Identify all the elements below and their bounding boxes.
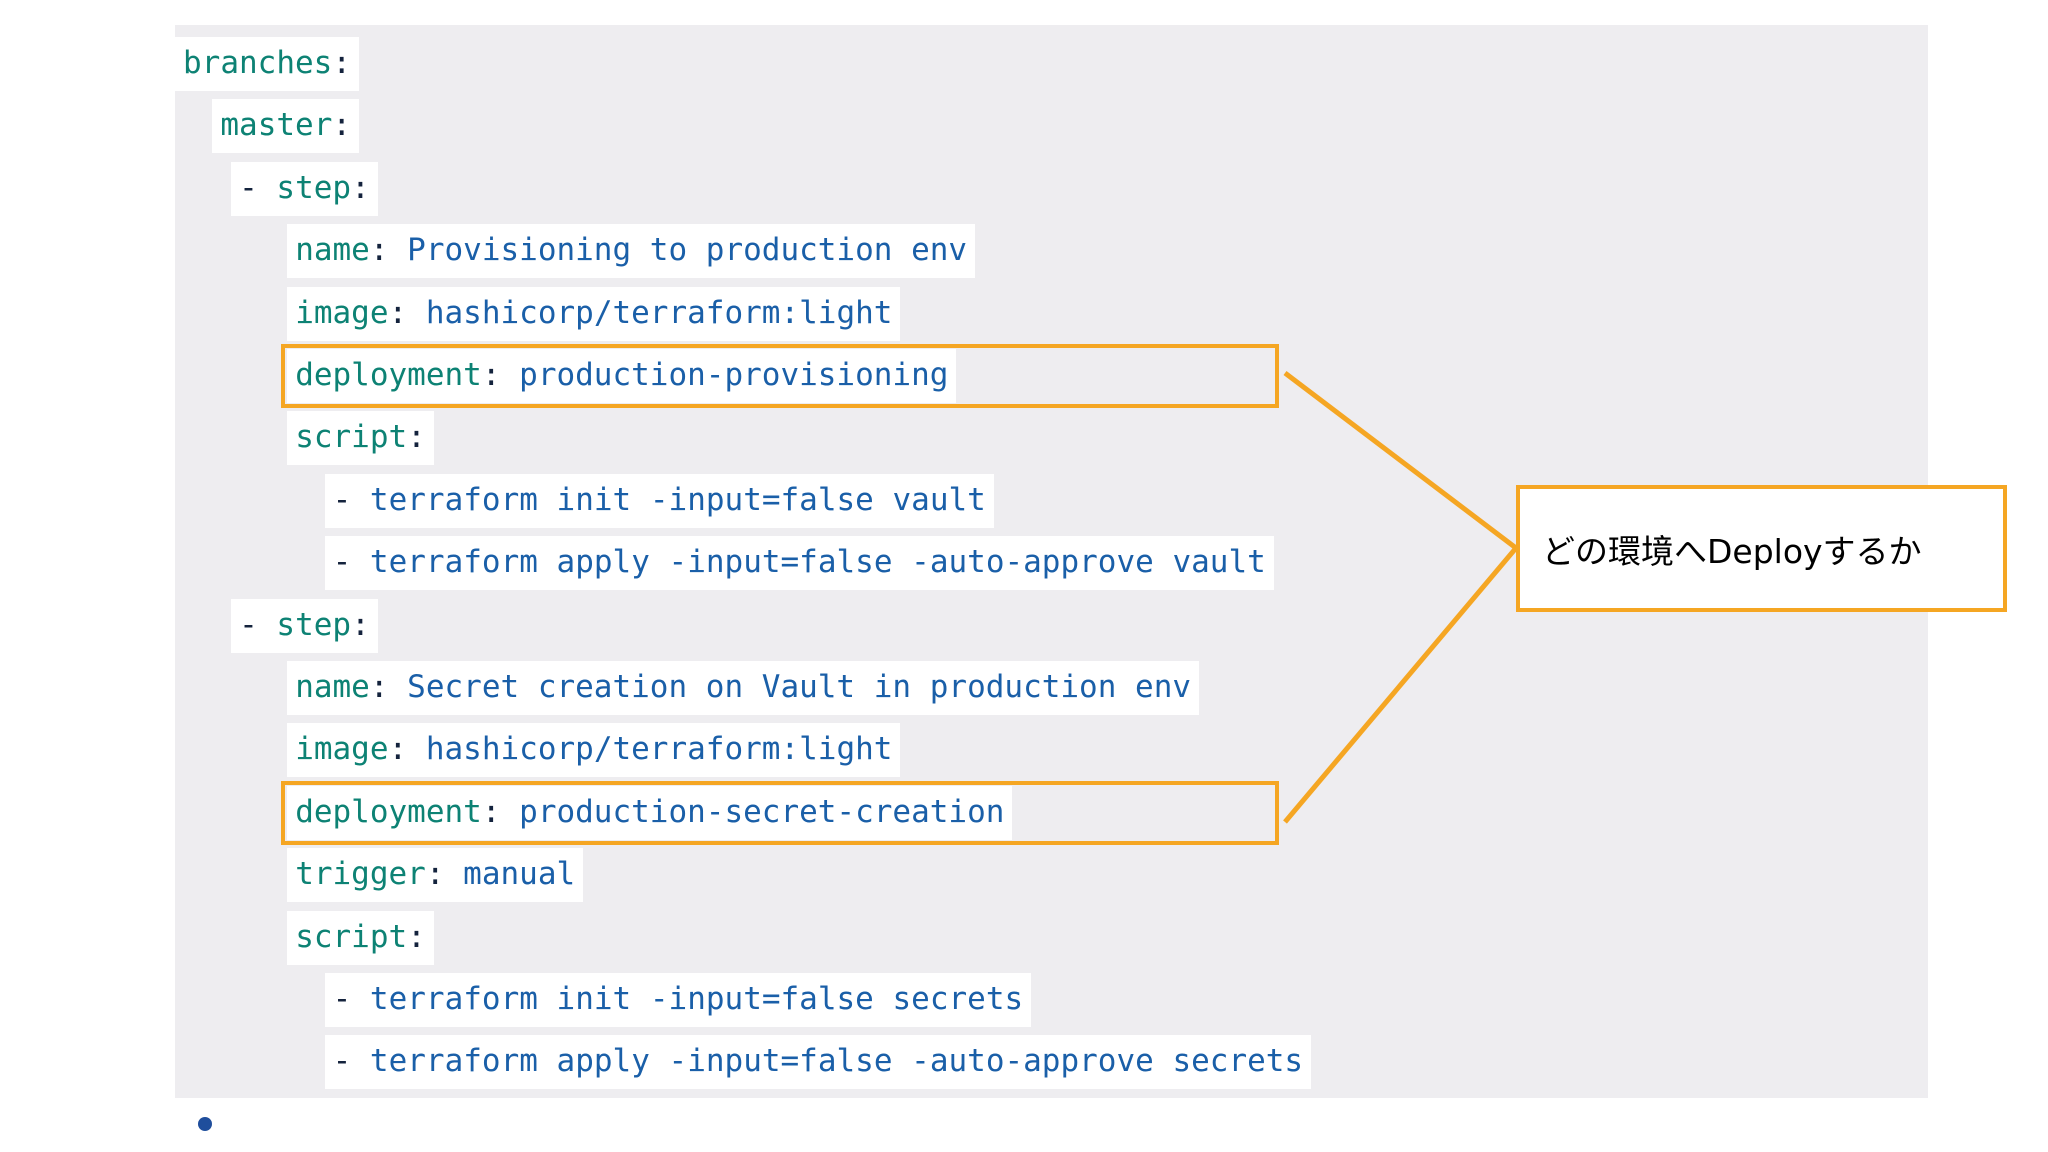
- yaml-line: - terraform init -input=false secrets: [324, 973, 1032, 1027]
- yaml-colon: :: [481, 357, 520, 393]
- yaml-line-background: deployment: production-provisioning: [287, 349, 957, 403]
- yaml-line-background: deployment: production-secret-creation: [287, 785, 1013, 840]
- yaml-colon: :: [407, 419, 426, 456]
- yaml-line: trigger: manual: [287, 848, 584, 903]
- yaml-line-background: - terraform init -input=false secrets: [324, 973, 1032, 1027]
- yaml-line: - step:: [231, 598, 378, 653]
- yaml-sequence-dash: -: [239, 169, 277, 206]
- yaml-key: master: [220, 107, 333, 144]
- yaml-key: branches: [183, 45, 333, 81]
- yaml-colon: :: [351, 606, 370, 643]
- yaml-line: - terraform init -input=false vault: [324, 473, 994, 528]
- callout-box: どの環境へDeployするか: [1516, 485, 2007, 612]
- yaml-value: Provisioning to production env: [407, 232, 968, 269]
- yaml-line: name: Secret creation on Vault in produc…: [287, 661, 1200, 715]
- yaml-colon: :: [332, 45, 351, 81]
- yaml-line: deployment: production-provisioning: [287, 349, 957, 403]
- yaml-line-background: image: hashicorp/terraform:light: [287, 723, 901, 778]
- yaml-line: script:: [287, 910, 434, 965]
- yaml-line: image: hashicorp/terraform:light: [287, 723, 901, 778]
- yaml-key: script: [295, 918, 408, 955]
- yaml-line: master:: [212, 99, 360, 154]
- yaml-line-background: trigger: manual: [287, 848, 584, 903]
- yaml-line-background: - step:: [231, 161, 378, 216]
- yaml-value: hashicorp/terraform:light: [425, 294, 893, 331]
- yaml-colon: :: [332, 107, 352, 144]
- yaml-key: image: [295, 294, 389, 331]
- yaml-colon: :: [369, 232, 408, 269]
- yaml-line-background: script:: [287, 910, 434, 965]
- yaml-line-background: name: Secret creation on Vault in produc…: [287, 661, 1200, 715]
- yaml-line: deployment: production-secret-creation: [287, 785, 1013, 840]
- yaml-key: deployment: [295, 793, 482, 830]
- yaml-key: name: [295, 669, 370, 705]
- yaml-value: hashicorp/terraform:light: [425, 731, 893, 768]
- yaml-colon: :: [369, 669, 408, 705]
- yaml-value: Secret creation on Vault in production e…: [407, 669, 1192, 705]
- yaml-value: terraform apply -input=false -auto-appro…: [369, 1043, 1304, 1080]
- yaml-sequence-dash: -: [239, 606, 277, 643]
- yaml-sequence-dash: -: [332, 544, 370, 581]
- yaml-line-background: - terraform apply -input=false -auto-app…: [324, 536, 1274, 591]
- yaml-line: - terraform apply -input=false -auto-app…: [324, 1035, 1312, 1090]
- yaml-key: script: [295, 419, 408, 456]
- yaml-colon: :: [388, 294, 426, 331]
- yaml-value: terraform apply -input=false -auto-appro…: [369, 544, 1266, 581]
- yaml-line-background: image: hashicorp/terraform:light: [287, 286, 901, 341]
- yaml-value: manual: [463, 856, 576, 893]
- yaml-sequence-dash: -: [332, 981, 370, 1017]
- yaml-colon: :: [425, 856, 464, 893]
- yaml-key: step: [276, 606, 352, 643]
- yaml-value: terraform init -input=false vault: [369, 481, 986, 518]
- yaml-value: production-secret-creation: [519, 793, 1005, 830]
- yaml-line-background: name: Provisioning to production env: [287, 224, 976, 279]
- yaml-key: image: [295, 731, 389, 768]
- yaml-line-background: - terraform init -input=false vault: [324, 473, 994, 528]
- yaml-line-background: branches:: [175, 37, 359, 91]
- yaml-colon: :: [407, 918, 426, 955]
- yaml-colon: :: [351, 169, 370, 206]
- yaml-key: step: [276, 169, 352, 206]
- yaml-line-background: - terraform apply -input=false -auto-app…: [324, 1035, 1312, 1090]
- yaml-sequence-dash: -: [332, 481, 370, 518]
- yaml-colon: :: [388, 731, 426, 768]
- yaml-key: trigger: [295, 856, 426, 893]
- yaml-colon: :: [481, 793, 520, 830]
- yaml-line: name: Provisioning to production env: [287, 224, 976, 279]
- bullet-point-marker: [198, 1117, 212, 1131]
- yaml-line: - terraform apply -input=false -auto-app…: [324, 536, 1274, 591]
- yaml-sequence-dash: -: [332, 1043, 370, 1080]
- yaml-key: name: [295, 232, 370, 269]
- yaml-line: image: hashicorp/terraform:light: [287, 286, 901, 341]
- yaml-line: script:: [287, 411, 434, 466]
- yaml-line-background: - step:: [231, 598, 378, 653]
- yaml-line-background: master:: [212, 99, 360, 154]
- callout-text: どの環境へDeployするか: [1542, 531, 1922, 571]
- yaml-key: deployment: [295, 357, 482, 393]
- yaml-value: production-provisioning: [519, 357, 949, 393]
- yaml-line: - step:: [231, 161, 378, 216]
- yaml-line-background: script:: [287, 411, 434, 466]
- yaml-value: terraform init -input=false secrets: [369, 981, 1024, 1017]
- yaml-line: branches:: [175, 37, 359, 91]
